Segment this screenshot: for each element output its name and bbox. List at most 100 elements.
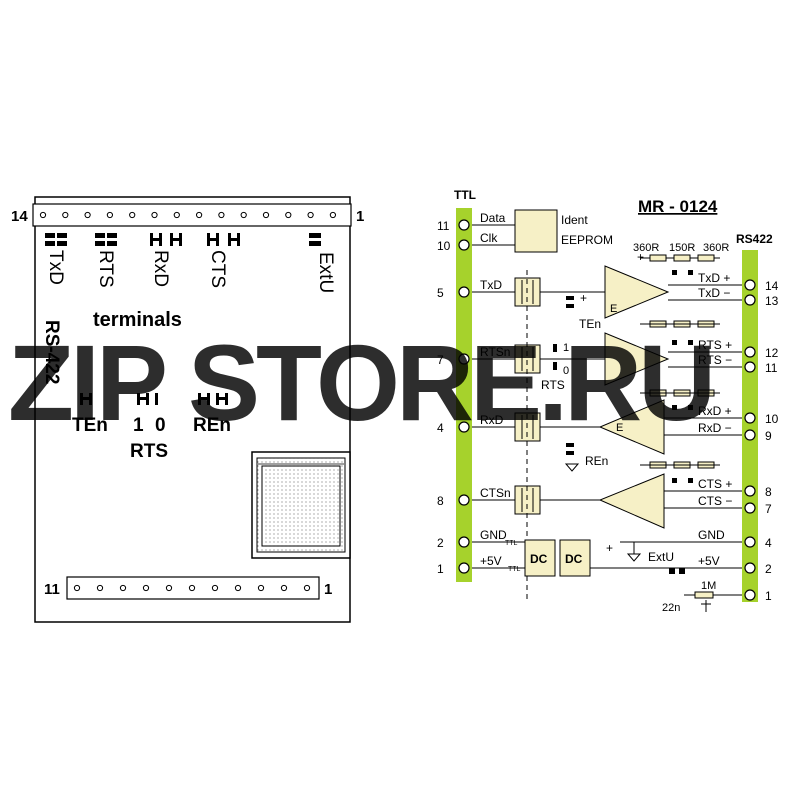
ttl-pin-number: 5 [437, 286, 444, 300]
line-driver-txd: E [540, 265, 670, 319]
rs422-pin-terminal [744, 346, 756, 358]
rs422-pin-terminal [744, 412, 756, 424]
dc-label-left: DC [530, 552, 548, 566]
schematic-ren-label: REn [585, 454, 608, 468]
rs422-pin-terminal [744, 562, 756, 574]
terminal-label-rxd: RxD [150, 250, 171, 287]
rs422-pin-terminal [744, 589, 756, 601]
top-header-right-number: 1 [356, 208, 364, 225]
schematic-ten-label: TEn [579, 317, 601, 331]
ttl-pin-terminal [458, 562, 470, 574]
header-pin [142, 584, 150, 592]
rs422-pin-label: +5V [698, 554, 720, 568]
rs422-pin-label: CTS + [698, 477, 732, 491]
jumper-label-ten: TEn [72, 415, 108, 436]
header-pin [329, 211, 336, 219]
header-pin [165, 584, 173, 592]
rs422-pin-label: RxD + [698, 404, 732, 418]
line-receiver-cts [540, 473, 665, 529]
bottom-header: 11 1 [44, 576, 332, 600]
schematic-extu-label: ExtU [648, 550, 674, 564]
rc-network [684, 591, 742, 612]
rs422-pin-terminal [744, 429, 756, 441]
rs422-pin-terminal [744, 279, 756, 291]
ttl-pin-number: 2 [437, 536, 444, 550]
ttl-bus [456, 208, 472, 582]
side-label-rs422: RS-422 [41, 320, 62, 384]
header-pin [39, 211, 47, 219]
resistor-1m-label: 1M [701, 580, 716, 592]
rs422-pin-number: 2 [765, 562, 772, 576]
ttl-pin-label: TxD [480, 278, 502, 292]
rs422-pin-label: RTS − [698, 353, 732, 367]
terminal-label-txd: TxD [45, 250, 66, 285]
header-pin [218, 211, 225, 219]
rxd-enable-mark: E [616, 422, 623, 434]
dc-dc-converter: DC DC [524, 539, 591, 577]
rs422-pin-terminal [744, 485, 756, 497]
header-pin [73, 584, 81, 592]
bottom-header-left-number: 11 [44, 581, 60, 598]
watermark-zip: ZIP [8, 322, 165, 443]
ttl-pin-terminal [458, 239, 470, 251]
rs422-pin-number: 8 [765, 485, 772, 499]
schematic-rts-0-label: 0 [563, 365, 569, 377]
ttl-pin-label: Data [480, 211, 506, 225]
terminal-jumpers [45, 233, 321, 246]
top-header-left-number: 14 [11, 208, 28, 225]
txd-enable-mark: E [610, 303, 617, 315]
rs422-pin-label: RxD − [698, 421, 732, 435]
jumper-rxd [150, 233, 182, 246]
ttl-pin-terminal [458, 219, 470, 231]
ttl-pin-label: GND [480, 528, 507, 542]
terminal-label-rts: RTS [95, 250, 116, 288]
header-pin [257, 584, 265, 592]
header-pin [129, 211, 136, 219]
bottom-header-pins [73, 584, 311, 592]
header-pin [280, 584, 288, 592]
rs422-pin-label: CTS − [698, 494, 732, 508]
jumper-rts-select [137, 393, 158, 405]
rs-lines [580, 284, 742, 569]
ttl-pin-label: +5V [480, 554, 502, 568]
resistor-r3-label: 360R [703, 242, 729, 254]
header-pin [62, 211, 69, 219]
ttl-pin-terminal [458, 353, 470, 365]
header-pin [196, 211, 203, 219]
terminals-caption: terminals [93, 309, 182, 331]
ttl-pin-terminal [458, 421, 470, 433]
rs422-label: RS422 [736, 232, 773, 246]
dc-connector [251, 451, 351, 559]
schematic-rts-label: RTS [541, 378, 565, 392]
ground-symbols [564, 463, 642, 562]
ttl-subscript: TTL [508, 566, 521, 573]
rs422-pin-number: 12 [765, 346, 779, 360]
jumper-ren [198, 393, 228, 405]
dc-label-right: DC [565, 552, 583, 566]
capacitor-22n-label: 22n [662, 602, 680, 614]
rs422-pin-number: 10 [765, 412, 779, 426]
header-pin [119, 584, 127, 592]
rs422-pin-number: 9 [765, 429, 772, 443]
top-header-pins [39, 211, 336, 219]
header-pin [234, 584, 242, 592]
header-pin [173, 211, 180, 219]
jumper-rts [95, 233, 117, 246]
header-pin [188, 584, 196, 592]
schematic: MR - 0124 TTL RS422 Ident EEPROM [437, 188, 779, 614]
rs422-pin-number: 13 [765, 294, 779, 308]
header-pin [262, 211, 270, 219]
ttl-pin-label: Clk [480, 231, 498, 245]
rs422-pin-label: GND [698, 528, 725, 542]
eeprom-ident-label: Ident [561, 213, 588, 227]
jumper-label-rts-0: 0 [155, 415, 166, 436]
header-pin [211, 584, 219, 592]
jumper-label-rts-1: 1 [133, 415, 144, 436]
ttl-pin-number: 10 [437, 239, 451, 253]
schematic-rts-1-label: 1 [563, 342, 569, 354]
eeprom-chip: Ident EEPROM [472, 209, 613, 253]
line-driver-rts [540, 332, 670, 386]
rs422-pin-terminal [744, 502, 756, 514]
